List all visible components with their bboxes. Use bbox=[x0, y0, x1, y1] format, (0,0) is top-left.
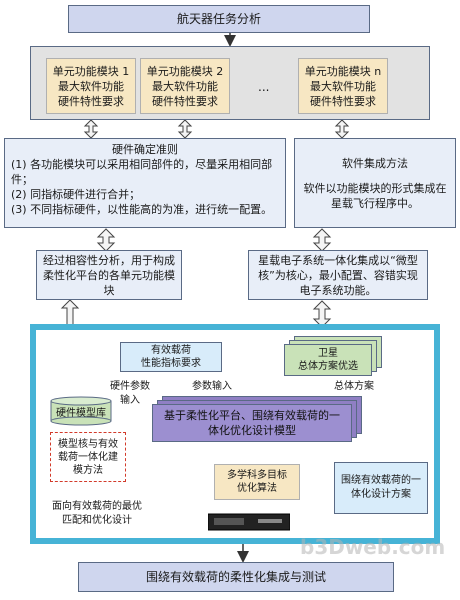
software-integration-box: 软件集成方法 软件以功能模块的形式集成在星载飞行程序中。 bbox=[294, 138, 456, 228]
core-model-text: 基于柔性化平台、围绕有效载荷的一体化优化设计模型 bbox=[164, 409, 340, 437]
module-n-box: 单元功能模块 n 最大软件功能 硬件特性要求 bbox=[298, 58, 388, 114]
param-input-label: 参数输入 bbox=[192, 381, 232, 392]
onboard-integration-text: 星载电子系统一体化集成以“微型核”为核心，最小配置、容错实现电子系统功能。 bbox=[258, 253, 418, 297]
module-2-line3: 硬件特性要求 bbox=[152, 94, 218, 108]
hardware-rule-1: (1) 各功能模块可以采用相同部件的，尽量采用相同部件； bbox=[11, 158, 273, 186]
compat-analysis-text: 经过相容性分析，用于构成柔性化平台的各单元功能模块 bbox=[43, 253, 175, 297]
module-1-line2: 最大软件功能 bbox=[58, 79, 124, 93]
integrated-plan-text: 围绕有效载荷的一体化设计方案 bbox=[341, 475, 421, 500]
payload-requirement-line1: 有效载荷 bbox=[151, 345, 191, 356]
integrated-plan-box: 围绕有效载荷的一体化设计方案 bbox=[334, 462, 428, 514]
optimal-match-line1: 面向有效载荷的最优 bbox=[52, 501, 142, 512]
satellite-box: 卫星 总体方案优选 bbox=[284, 344, 372, 376]
onboard-integration-box: 星载电子系统一体化集成以“微型核”为核心，最小配置、容错实现电子系统功能。 bbox=[248, 250, 428, 300]
module-2-box: 单元功能模块 2 最大软件功能 硬件特性要求 bbox=[140, 58, 230, 114]
overall-plan-label: 总体方案 bbox=[334, 381, 374, 392]
flexible-integration-label: 围绕有效载荷的柔性化集成与测试 bbox=[145, 569, 326, 584]
satellite-line1: 卫星 bbox=[318, 348, 338, 359]
task-analysis-label: 航天器任务分析 bbox=[176, 11, 261, 26]
payload-requirement-box: 有效载荷 性能指标要求 bbox=[120, 342, 222, 372]
satellite-line2: 总体方案优选 bbox=[298, 361, 358, 372]
module-2-line2: 最大软件功能 bbox=[152, 79, 218, 93]
hardware-rule-2: (2) 同指标硬件进行合并； bbox=[11, 188, 141, 201]
software-integration-body: 软件以功能模块的形式集成在星载飞行程序中。 bbox=[303, 181, 447, 210]
hw-model-library: 硬件模型库 bbox=[50, 396, 112, 426]
optimal-match-label: 面向有效载荷的最优 匹配和优化设计 bbox=[52, 500, 142, 528]
module-n-line1: 单元功能模块 n bbox=[304, 64, 382, 78]
hw-params-label: 硬件参数 输入 bbox=[110, 380, 150, 408]
software-integration-title: 软件集成方法 bbox=[342, 156, 408, 170]
optimal-match-line2: 匹配和优化设计 bbox=[62, 515, 132, 526]
mdo-line2: 优化算法 bbox=[237, 483, 277, 494]
task-analysis-box: 航天器任务分析 bbox=[68, 5, 370, 33]
hardware-rule-3: (3) 不同指标硬件，以性能高的为准，进行统一配置。 bbox=[11, 203, 273, 216]
mdo-algorithm-box: 多学科多目标 优化算法 bbox=[214, 464, 300, 500]
flexible-integration-box: 围绕有效载荷的柔性化集成与测试 bbox=[78, 562, 394, 592]
hw-params-line2: 输入 bbox=[120, 395, 140, 406]
database-icon bbox=[50, 396, 112, 426]
watermark: b3Dweb.com bbox=[300, 535, 446, 559]
module-1-box: 单元功能模块 1 最大软件功能 硬件特性要求 bbox=[46, 58, 136, 114]
arrows-modules-to-rules bbox=[83, 119, 350, 139]
hardware-rules-box: 硬件确定准则 (1) 各功能模块可以采用相同部件的，尽量采用相同部件； (2) … bbox=[4, 138, 286, 228]
hardware-rules-title: 硬件确定准则 bbox=[112, 143, 178, 156]
hw-params-line1: 硬件参数 bbox=[110, 381, 150, 392]
module-n-line2: 最大软件功能 bbox=[310, 79, 376, 93]
core-model-box: 基于柔性化平台、围绕有效载荷的一体化优化设计模型 bbox=[152, 404, 352, 442]
hw-model-library-label: 硬件模型库 bbox=[56, 408, 106, 419]
payload-requirement-line2: 性能指标要求 bbox=[141, 358, 201, 369]
modeling-method-box: 模型核与有效载荷一体化建模方法 bbox=[50, 432, 126, 482]
mdo-line1: 多学科多目标 bbox=[227, 470, 287, 481]
module-ellipsis: ... bbox=[258, 80, 270, 94]
module-1-line3: 硬件特性要求 bbox=[58, 94, 124, 108]
module-2-line1: 单元功能模块 2 bbox=[146, 64, 224, 78]
modeling-method-text: 模型核与有效载荷一体化建模方法 bbox=[58, 438, 118, 476]
compat-analysis-box: 经过相容性分析，用于构成柔性化平台的各单元功能模块 bbox=[36, 250, 182, 300]
module-1-line1: 单元功能模块 1 bbox=[52, 64, 130, 78]
computer-icon bbox=[208, 512, 290, 532]
module-n-line3: 硬件特性要求 bbox=[310, 94, 376, 108]
